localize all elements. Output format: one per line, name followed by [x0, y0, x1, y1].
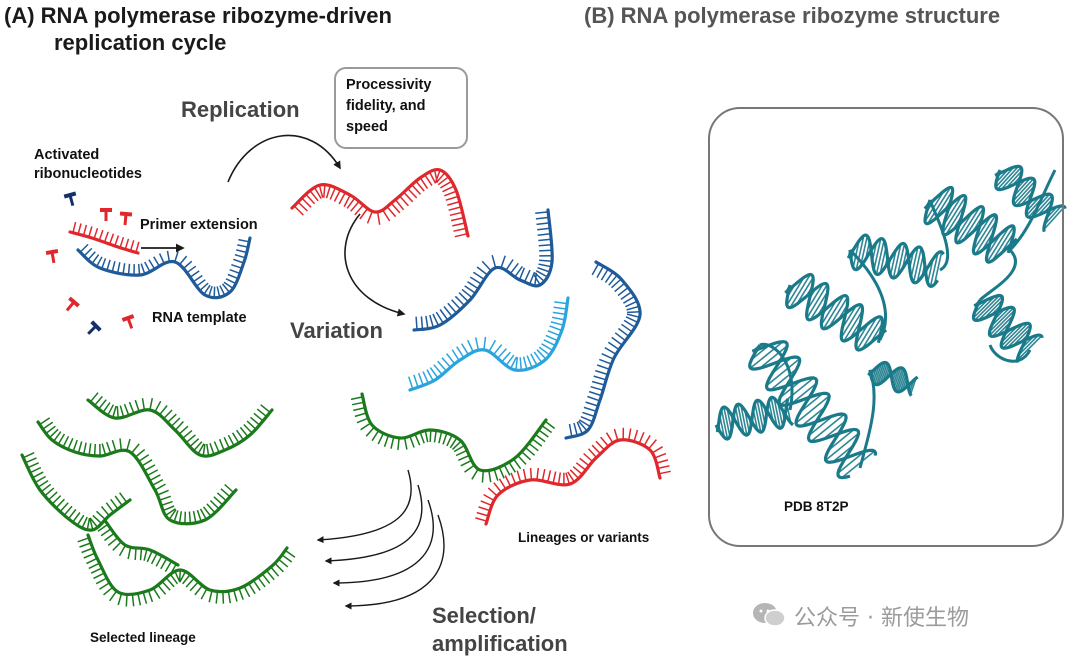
helix-5	[923, 185, 1018, 264]
ribonucleotide	[87, 320, 102, 335]
structure-loops	[759, 169, 1057, 469]
variant-strand-blue-2	[564, 260, 642, 440]
selected-lineage-label: Selected lineage	[90, 630, 196, 645]
callout-line2: fidelity, and	[346, 98, 426, 114]
activated-ribonucleotides	[45, 191, 135, 335]
selection-arrow-1	[316, 469, 412, 544]
structure-frame	[708, 107, 1064, 547]
primer-extension-label: Primer extension	[140, 217, 258, 233]
variant-strand-lightblue	[407, 296, 570, 392]
variant-strand-green	[350, 392, 556, 483]
panel-a-title-line2: replication cycle	[54, 30, 227, 55]
ribonucleotide	[119, 211, 133, 226]
variation-arrow	[344, 213, 406, 317]
helix-3	[784, 272, 888, 352]
variation-label: Variation	[290, 318, 383, 343]
panel-b-title-text: RNA polymerase ribozyme structure	[620, 3, 1001, 28]
panel-a-title-line1: RNA polymerase ribozyme-driven	[40, 3, 392, 28]
wechat-icon	[753, 603, 786, 627]
pdb-label: PDB 8T2P	[784, 499, 849, 514]
lineage-strand-2	[36, 417, 238, 526]
ribozyme-3d-structure	[714, 164, 1067, 480]
rna-template-strand	[76, 236, 252, 300]
lineage-strand-5	[97, 520, 180, 575]
lineage-strand-3	[20, 452, 132, 532]
activated-label-line2: ribonucleotides	[34, 166, 142, 182]
panel-a-label: (A)	[4, 3, 35, 28]
replicated-strand-red	[290, 167, 470, 238]
replication-label: Replication	[181, 97, 300, 122]
lineage-strand-1	[86, 392, 274, 458]
panel-a-title: (A) RNA polymerase ribozyme-driven repli…	[4, 2, 524, 56]
rna-strands	[20, 167, 671, 607]
selection-arrow-2	[324, 484, 423, 565]
ribonucleotide	[45, 248, 59, 264]
helix-6	[971, 293, 1044, 364]
callout-line1: Processivity	[346, 77, 432, 93]
primer-strand	[68, 221, 140, 255]
selection-arrow-3	[332, 499, 434, 587]
ribonucleotide	[121, 314, 135, 329]
cycle-arrows	[141, 134, 445, 610]
rna-template-label: RNA template	[152, 310, 247, 326]
helix-7	[994, 164, 1067, 233]
variant-strand-red	[475, 427, 671, 526]
ribonucleotide	[65, 296, 80, 312]
watermark: 公众号 · 新使生物	[794, 606, 969, 631]
processivity-callout: Processivity fidelity, and speed	[334, 67, 468, 149]
selection-arrow-4	[344, 514, 445, 610]
variant-strand-blue-1	[412, 208, 554, 332]
helix-1	[714, 395, 795, 441]
lineage-strand-4	[77, 533, 296, 607]
panel-b-title: (B) RNA polymerase ribozyme structure	[584, 2, 1000, 29]
callout-line3: speed	[346, 119, 388, 135]
selection-label-line2: amplification	[432, 631, 568, 656]
activated-label-line1: Activated	[34, 147, 100, 163]
lineages-label: Lineages or variants	[518, 530, 650, 545]
ribonucleotide	[100, 208, 112, 221]
ribonucleotide	[63, 191, 77, 207]
replication-arrow	[227, 134, 341, 183]
selection-label-line1: Selection/	[432, 603, 536, 628]
panel-b-label: (B)	[584, 3, 615, 28]
